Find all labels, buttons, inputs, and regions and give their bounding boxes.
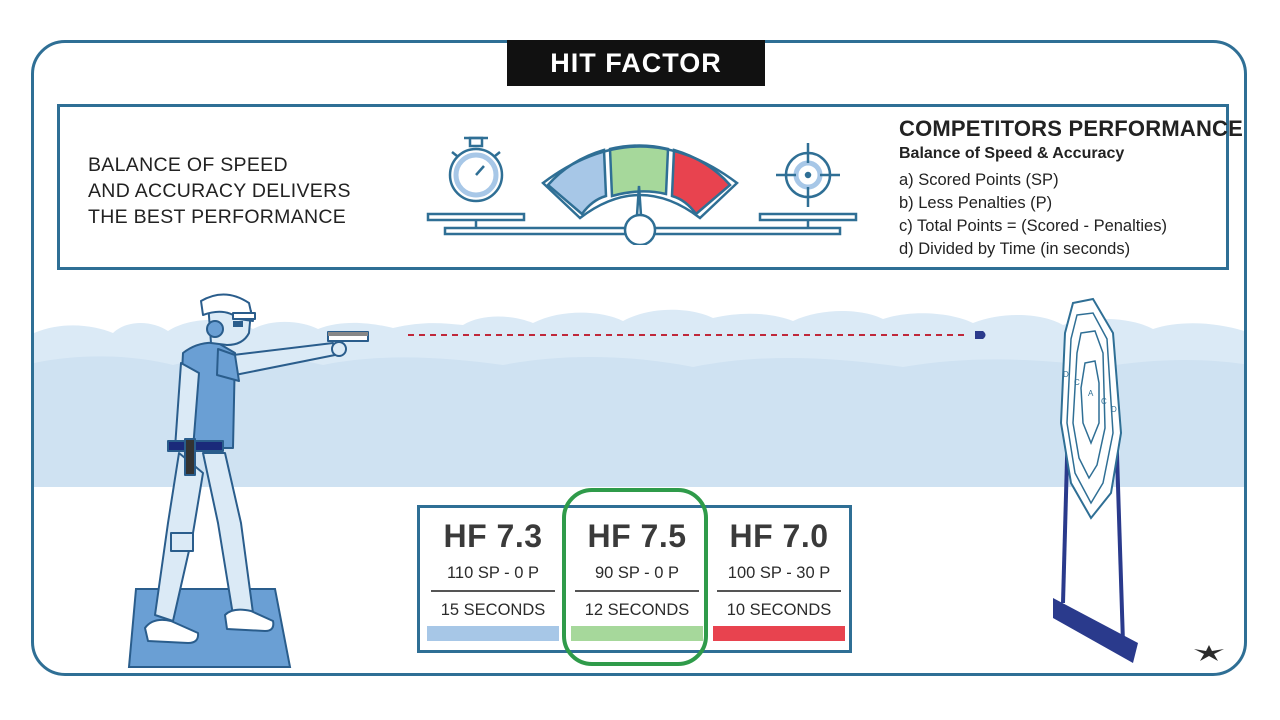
time-value: 10 SECONDS <box>726 600 832 619</box>
score-breakdown: 90 SP - 0 P <box>594 564 680 582</box>
shooter-illustration <box>144 293 369 644</box>
hit-factor-value: HF 7.5 <box>587 518 687 554</box>
tagline: BALANCE OF SPEED AND ACCURACY DELIVERS T… <box>88 152 388 230</box>
score-breakdown: 110 SP - 0 P <box>446 564 540 582</box>
tagline-line: AND ACCURACY DELIVERS <box>88 180 351 202</box>
logo-icon <box>1194 645 1224 661</box>
time-value: 15 SECONDS <box>440 600 546 619</box>
target-zone-label: D <box>1111 405 1117 414</box>
performance-item: b) Less Penalties (P) <box>899 194 1053 212</box>
color-bar <box>427 625 559 641</box>
time-value: 12 SECONDS <box>584 600 690 619</box>
hit-factor-column: HF 7.3 110 SP - 0 P 15 SECONDS <box>423 508 563 650</box>
target-zone-label: C <box>1074 378 1080 387</box>
divider <box>575 590 699 592</box>
gauge-icon <box>426 136 858 245</box>
target-zone-label: D <box>1063 370 1069 379</box>
performance-subheading: Balance of Speed & Accuracy <box>899 145 1125 162</box>
divider <box>431 590 555 592</box>
best-performance-highlight <box>562 488 708 666</box>
performance-heading: COMPETITORS PERFORMANCE <box>899 116 1243 141</box>
performance-list: a) Scored Points (SP) b) Less Penalties … <box>899 169 1229 261</box>
performance-item: a) Scored Points (SP) <box>899 171 1059 189</box>
target-zone-label: A <box>1088 389 1094 398</box>
performance-item: d) Divided by Time (in seconds) <box>899 240 1131 258</box>
color-bar <box>713 625 845 641</box>
range-scene: D C A C D <box>34 293 1244 668</box>
target-zone-label: C <box>1101 397 1107 406</box>
performance-panel: COMPETITORS PERFORMANCE Balance of Speed… <box>899 116 1243 261</box>
score-breakdown: 100 SP - 30 P <box>727 564 831 582</box>
gauge-segment-blue <box>546 148 608 216</box>
tagline-line: BALANCE OF SPEED <box>88 154 288 176</box>
hit-factor-column: HF 7.5 90 SP - 0 P 12 SECONDS <box>567 508 707 650</box>
hit-factor-table: HF 7.3 110 SP - 0 P 15 SECONDS HF 7.5 90… <box>417 505 852 653</box>
bullet-icon <box>975 331 986 339</box>
performance-item: c) Total Points = (Scored - Penalties) <box>899 217 1167 235</box>
divider <box>717 590 841 592</box>
page-title: HIT FACTOR <box>507 40 765 86</box>
hit-factor-value: HF 7.3 <box>443 518 543 554</box>
hit-factor-column: HF 7.0 100 SP - 30 P 10 SECONDS <box>709 508 849 650</box>
hit-factor-value: HF 7.0 <box>729 518 829 554</box>
stopwatch-icon <box>448 136 504 203</box>
tagline-line: THE BEST PERFORMANCE <box>88 206 347 228</box>
color-bar <box>571 625 703 641</box>
crosshair-icon <box>776 143 840 207</box>
target-illustration: D C A C D <box>1053 297 1138 663</box>
